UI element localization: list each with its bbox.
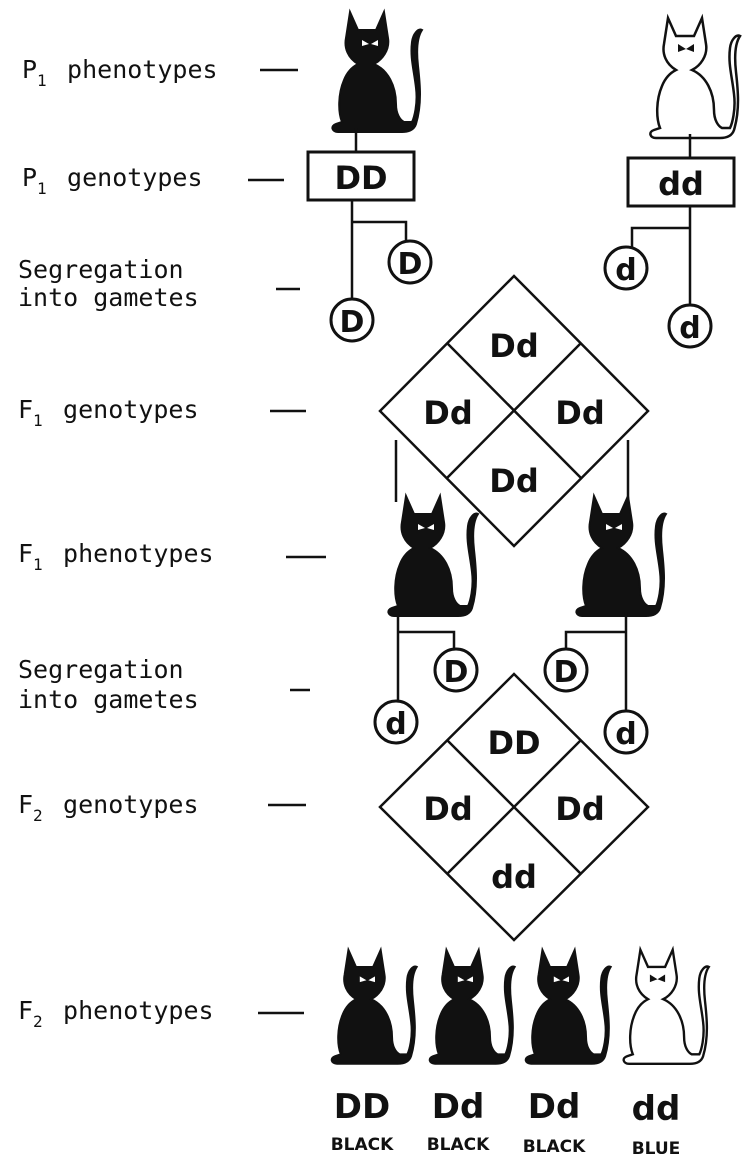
label-segregation-1: Segregation into gametes: [18, 255, 300, 312]
gamete-circle: d: [373, 699, 419, 745]
f2-offspring-1: DD BLACK: [331, 1087, 394, 1155]
f2-offspring-4: dd BLUE: [632, 1089, 681, 1159]
f2-cell-right: Dd: [555, 790, 604, 828]
label-f2-phenotypes: F 2 phenotypes: [18, 996, 304, 1031]
svg-text:2: 2: [33, 1012, 43, 1031]
gamete-circle: d: [603, 709, 649, 755]
f2-offspring-3: Dd BLACK: [523, 1087, 586, 1157]
black-cat-icon: [331, 11, 423, 133]
svg-text:F: F: [18, 996, 33, 1025]
svg-text:Segregation: Segregation: [18, 655, 184, 684]
blue-cat-icon: [649, 16, 742, 140]
gamete-circle: D: [329, 297, 375, 343]
label-p1-phenotypes: P 1 phenotypes: [22, 55, 298, 90]
p1-right-genotype-box: dd: [626, 156, 736, 208]
svg-text:1: 1: [37, 179, 47, 198]
svg-text:phenotypes: phenotypes: [48, 996, 214, 1025]
f1-cell-top: Dd: [489, 327, 538, 365]
svg-text:dd: dd: [632, 1089, 681, 1129]
svg-text:into gametes: into gametes: [18, 283, 199, 312]
svg-text:Dd: Dd: [528, 1087, 581, 1127]
label-segregation-2: Segregation into gametes: [18, 655, 310, 714]
svg-text:phenotypes: phenotypes: [52, 55, 218, 84]
gamete-circle: d: [603, 245, 649, 291]
gamete-circle: D: [387, 239, 433, 285]
svg-text:DD: DD: [334, 159, 387, 197]
svg-text:BLUE: BLUE: [632, 1139, 681, 1159]
gamete-circle: D: [543, 647, 589, 693]
svg-text:Segregation: Segregation: [18, 255, 184, 284]
svg-text:1: 1: [33, 555, 43, 574]
black-cat-icon: [387, 495, 479, 617]
black-cat-icon: [330, 948, 418, 1065]
svg-text:DD: DD: [334, 1087, 390, 1127]
svg-text:F: F: [18, 790, 33, 819]
svg-text:d: d: [615, 717, 636, 752]
label-f1-genotypes: F 1 genotypes: [18, 395, 306, 430]
svg-text:d: d: [615, 253, 636, 288]
svg-text:phenotypes: phenotypes: [48, 539, 214, 568]
f2-cell-bottom: dd: [491, 858, 537, 896]
svg-text:P: P: [22, 163, 37, 192]
f1-punnett-diamond: Dd Dd Dd Dd: [378, 274, 650, 548]
svg-text:genotypes: genotypes: [48, 790, 199, 819]
black-cat-icon: [428, 948, 516, 1065]
svg-text:genotypes: genotypes: [48, 395, 199, 424]
svg-text:1: 1: [33, 411, 43, 430]
svg-text:genotypes: genotypes: [52, 163, 203, 192]
gamete-circle: d: [667, 303, 713, 349]
f2-offspring-2: Dd BLACK: [427, 1087, 490, 1155]
f1-cell-bottom: Dd: [489, 462, 538, 500]
gamete-circle: D: [433, 647, 479, 693]
svg-text:into gametes: into gametes: [18, 685, 199, 714]
svg-text:2: 2: [33, 806, 43, 825]
svg-text:P: P: [22, 55, 37, 84]
svg-text:1: 1: [37, 71, 47, 90]
svg-text:Dd: Dd: [432, 1087, 485, 1127]
label-f1-phenotypes: F 1 phenotypes: [18, 539, 326, 574]
label-f2-genotypes: F 2 genotypes: [18, 790, 306, 825]
svg-text:D: D: [340, 305, 365, 340]
svg-text:d: d: [385, 707, 406, 742]
svg-text:BLACK: BLACK: [331, 1135, 394, 1155]
p1-left-genotype-box: DD: [306, 150, 416, 202]
svg-text:F: F: [18, 395, 33, 424]
svg-text:BLACK: BLACK: [523, 1137, 586, 1157]
svg-text:dd: dd: [658, 165, 704, 203]
svg-text:D: D: [554, 655, 579, 690]
f1-cell-right: Dd: [555, 394, 604, 432]
blue-cat-icon: [622, 948, 710, 1065]
svg-text:BLACK: BLACK: [427, 1135, 490, 1155]
f2-cell-top: DD: [487, 724, 540, 762]
f2-punnett-diamond: DD Dd Dd dd: [378, 672, 650, 942]
black-cat-icon: [524, 948, 612, 1065]
label-p1-genotypes: P 1 genotypes: [22, 163, 284, 198]
f1-cell-left: Dd: [423, 394, 472, 432]
svg-text:F: F: [18, 539, 33, 568]
f2-cell-left: Dd: [423, 790, 472, 828]
black-cat-icon: [575, 495, 667, 617]
svg-text:d: d: [679, 311, 700, 346]
svg-text:D: D: [398, 247, 423, 282]
svg-text:D: D: [444, 655, 469, 690]
